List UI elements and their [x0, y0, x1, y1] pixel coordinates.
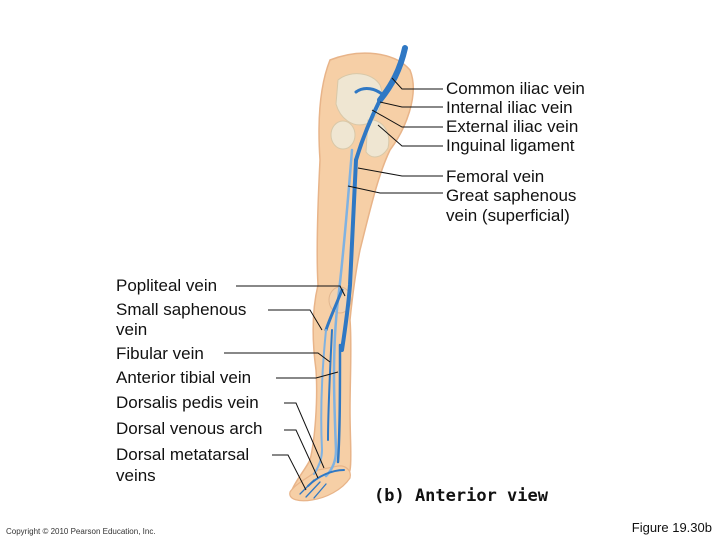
view-caption: (b) Anterior view: [374, 486, 548, 506]
leader-dorsal-venous-arch: [284, 429, 319, 479]
great-saphenous-vein: [324, 148, 354, 478]
leader-dorsal-metatarsal: [272, 454, 307, 491]
pelvis-bone: [335, 73, 383, 126]
small-saphenous-vein: [313, 329, 327, 475]
leader-lines: [224, 77, 443, 491]
label-inguinal-ligament: Inguinal ligament: [446, 136, 575, 155]
label-dorsal-metatarsal-line2: veins: [116, 466, 156, 485]
label-femoral-vein: Femoral vein: [446, 167, 545, 186]
label-anterior-tibial-vein: Anterior tibial vein: [116, 368, 252, 387]
veins: [299, 45, 408, 499]
label-dorsal-venous-arch: Dorsal venous arch: [116, 419, 263, 438]
external-iliac-vein: [354, 98, 382, 162]
fibular-vein: [327, 329, 333, 441]
dorsal-metatarsal-veins: [299, 479, 327, 499]
leader-dorsalis-pedis: [284, 402, 325, 469]
leader-inguinal: [377, 124, 443, 147]
femoral-head: [330, 120, 356, 150]
label-popliteal-vein: Popliteal vein: [116, 276, 218, 295]
label-dorsal-metatarsal-line1: Dorsal metatarsal: [116, 445, 250, 464]
label-external-iliac-vein: External iliac vein: [446, 117, 579, 136]
leader-popliteal: [236, 285, 346, 297]
foot: [289, 465, 351, 502]
leader-external-iliac: [371, 109, 443, 128]
leader-small-saphenous: [268, 309, 323, 331]
label-common-iliac-vein: Common iliac vein: [446, 79, 585, 98]
leader-great-saphenous: [347, 185, 443, 194]
internal-iliac-vein: [354, 87, 386, 98]
figure-number: Figure 19.30b: [631, 520, 712, 535]
leader-internal-iliac: [379, 101, 443, 108]
label-small-saphenous-line2: vein: [116, 320, 148, 339]
femoral-vein: [340, 158, 358, 352]
label-internal-iliac-vein: Internal iliac vein: [446, 98, 573, 117]
leader-common-iliac: [391, 77, 443, 90]
label-great-saphenous-line2: vein (superficial): [446, 206, 570, 225]
leader-fibular: [224, 352, 331, 363]
leader-femoral: [357, 167, 443, 177]
label-fibular-vein: Fibular vein: [116, 344, 204, 363]
label-small-saphenous-line1: Small saphenous: [116, 300, 247, 319]
anterior-tibial-vein: [336, 343, 342, 464]
popliteal-vein: [324, 288, 344, 332]
leader-anterior-tibial: [276, 371, 339, 379]
label-dorsalis-pedis-vein: Dorsalis pedis vein: [116, 393, 259, 412]
label-great-saphenous-line1: Great saphenous: [446, 186, 577, 205]
copyright-notice: Copyright © 2010 Pearson Education, Inc.: [6, 527, 156, 536]
